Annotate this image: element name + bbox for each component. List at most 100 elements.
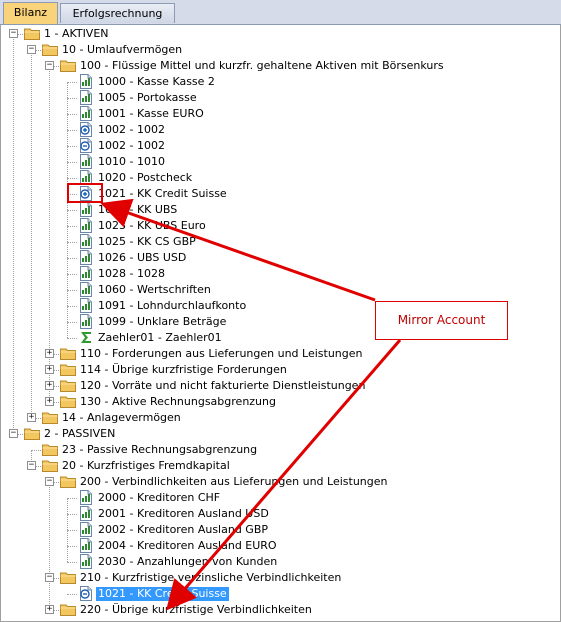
tree-folder-row[interactable]: +130 - Aktive Rechnungsabgrenzung: [1, 394, 560, 410]
tree-item-label[interactable]: 220 - Übrige kurzfristige Verbindlichkei…: [80, 603, 312, 616]
tree-account-row[interactable]: 1020 - Postcheck: [1, 170, 560, 186]
tree-item-label[interactable]: 1001 - Kasse EURO: [98, 107, 204, 120]
tree-item-label[interactable]: 1025 - KK CS GBP: [98, 235, 196, 248]
tree-account-row[interactable]: 1021 - KK Credit Suisse: [1, 186, 560, 202]
tree-folder-row[interactable]: +14 - Anlagevermögen: [1, 410, 560, 426]
expand-icon[interactable]: +: [45, 396, 54, 406]
folder-icon: [60, 363, 76, 376]
collapse-icon[interactable]: −: [9, 28, 18, 38]
tree-item-label[interactable]: 1060 - Wertschriften: [98, 283, 211, 296]
tree-item-label[interactable]: 1000 - Kasse Kasse 2: [98, 75, 215, 88]
tree-account-row[interactable]: 1060 - Wertschriften: [1, 282, 560, 298]
expand-icon[interactable]: +: [45, 348, 54, 358]
expand-icon[interactable]: +: [27, 412, 36, 422]
tree-item-label[interactable]: Zaehler01 - Zaehler01: [98, 331, 222, 344]
tree-item-label[interactable]: 1021 - KK Credit Suisse: [96, 587, 229, 601]
tree-account-row[interactable]: 1022 - KK UBS: [1, 202, 560, 218]
tree-item-label[interactable]: 1005 - Portokasse: [98, 91, 197, 104]
collapse-icon[interactable]: −: [27, 44, 36, 54]
expand-icon[interactable]: +: [45, 604, 54, 614]
collapse-icon[interactable]: −: [27, 460, 36, 470]
tree-item-label[interactable]: 1099 - Unklare Beträge: [98, 315, 227, 328]
tree-item-label[interactable]: 10 - Umlaufvermögen: [62, 43, 183, 56]
tree-folder-row[interactable]: − 2 - PASSIVEN: [1, 426, 560, 442]
account-tree[interactable]: −1 - AKTIVEN−10 - Umlaufvermögen−100 - F…: [0, 25, 561, 622]
tree-account-row[interactable]: 1091 - Lohndurchlaufkonto: [1, 298, 560, 314]
tree-folder-row[interactable]: − 20 - Kurzfristiges Fremdkapital: [1, 458, 560, 474]
tree-item-label[interactable]: 14 - Anlagevermögen: [62, 411, 181, 424]
tree-account-row[interactable]: 1000 - Kasse Kasse 2: [1, 74, 560, 90]
tree-account-row[interactable]: 1002 - 1002: [1, 138, 560, 154]
tree-account-row[interactable]: 1001 - Kasse EURO: [1, 106, 560, 122]
tree-item-label[interactable]: 1028 - 1028: [98, 267, 165, 280]
account-icon: [79, 314, 93, 329]
tree-item-label[interactable]: 23 - Passive Rechnungsabgrenzung: [62, 443, 258, 456]
tree-account-row[interactable]: 2030 - Anzahlungen von Kunden: [1, 554, 560, 570]
tree-account-row[interactable]: 1025 - KK CS GBP: [1, 234, 560, 250]
tree-account-row[interactable]: 1002 - 1002: [1, 122, 560, 138]
tree-item-label[interactable]: 1 - AKTIVEN: [44, 27, 109, 40]
tree-folder-row[interactable]: +110 - Forderungen aus Lieferungen und L…: [1, 346, 560, 362]
tree-folder-row[interactable]: +120 - Vorräte und nicht fakturierte Die…: [1, 378, 560, 394]
expand-icon[interactable]: +: [45, 364, 54, 374]
tree-item-label[interactable]: 120 - Vorräte und nicht fakturierte Dien…: [80, 379, 366, 392]
account-icon: [79, 170, 93, 185]
tree-account-row[interactable]: 1099 - Unklare Beträge: [1, 314, 560, 330]
tree-account-row[interactable]: 1021 - KK Credit Suisse: [1, 586, 560, 602]
tree-item-label[interactable]: 2002 - Kreditoren Ausland GBP: [98, 523, 268, 536]
tree-item-label[interactable]: 1002 - 1002: [98, 123, 165, 136]
expand-icon[interactable]: +: [45, 380, 54, 390]
tree-folder-row[interactable]: − 1 - AKTIVEN: [1, 26, 560, 42]
tree-account-row[interactable]: 2002 - Kreditoren Ausland GBP: [1, 522, 560, 538]
account-icon: [79, 554, 93, 569]
tree-item-label[interactable]: 1091 - Lohndurchlaufkonto: [98, 299, 247, 312]
tree-folder-row[interactable]: +220 - Übrige kurzfristige Verbindlichke…: [1, 602, 560, 618]
tree-folder-row[interactable]: − 210 - Kurzfristige verzinsliche Verbind…: [1, 570, 560, 586]
tree-item-label[interactable]: 110 - Forderungen aus Lieferungen und Le…: [80, 347, 363, 360]
tree-folder-row[interactable]: 23 - Passive Rechnungsabgrenzung: [1, 442, 560, 458]
tree-item-label[interactable]: 210 - Kurzfristige verzinsliche Verbindl…: [80, 571, 342, 584]
collapse-icon[interactable]: −: [45, 572, 54, 582]
collapse-icon[interactable]: −: [9, 428, 18, 438]
tree-folder-row[interactable]: − 200 - Verbindlichkeiten aus Lieferungen…: [1, 474, 560, 490]
tree-item-label[interactable]: 1026 - UBS USD: [98, 251, 187, 264]
collapse-icon[interactable]: −: [45, 60, 54, 70]
tree-item-label[interactable]: 1023 - KK UBS Euro: [98, 219, 206, 232]
tree-folder-row[interactable]: +114 - Übrige kurzfristige Forderungen: [1, 362, 560, 378]
tree-folder-row[interactable]: − 10 - Umlaufvermögen: [1, 42, 560, 58]
tree-guide-line: [13, 434, 23, 435]
tree-account-row[interactable]: 1005 - Portokasse: [1, 90, 560, 106]
tree-item-label[interactable]: 1020 - Postcheck: [98, 171, 193, 184]
tree-account-row[interactable]: 1010 - 1010: [1, 154, 560, 170]
tree-account-row[interactable]: 1023 - KK UBS Euro: [1, 218, 560, 234]
tree-item-label[interactable]: 2 - PASSIVEN: [44, 427, 116, 440]
tree-account-row[interactable]: 2004 - Kreditoren Ausland EURO: [1, 538, 560, 554]
tree-item-label[interactable]: 100 - Flüssige Mittel und kurzfr. gehalt…: [80, 59, 444, 72]
tree-account-row[interactable]: 1026 - UBS USD: [1, 250, 560, 266]
tree-item-label[interactable]: 2030 - Anzahlungen von Kunden: [98, 555, 278, 568]
tree-guide-line: [49, 578, 50, 610]
tab-erfolgsrechnung[interactable]: Erfolgsrechnung: [60, 3, 175, 23]
tab-bilanz[interactable]: Bilanz: [3, 2, 58, 24]
tree-item-label[interactable]: 114 - Übrige kurzfristige Forderungen: [80, 363, 287, 376]
tree-item-label[interactable]: 2000 - Kreditoren CHF: [98, 491, 221, 504]
mirror-target-icon: [79, 586, 93, 601]
tree-account-row[interactable]: 1028 - 1028: [1, 266, 560, 282]
tree-account-row[interactable]: 2001 - Kreditoren Ausland USD: [1, 506, 560, 522]
tree-item-label[interactable]: 1021 - KK Credit Suisse: [98, 187, 227, 200]
tree-item-label[interactable]: 130 - Aktive Rechnungsabgrenzung: [80, 395, 276, 408]
tree-item-label[interactable]: 1022 - KK UBS: [98, 203, 178, 216]
tree-guide-line: [67, 322, 77, 323]
tree-item-label[interactable]: 1002 - 1002: [98, 139, 165, 152]
tree-item-label[interactable]: 2001 - Kreditoren Ausland USD: [98, 507, 269, 520]
folder-icon: [60, 59, 76, 72]
tree-account-row[interactable]: Zaehler01 - Zaehler01: [1, 330, 560, 346]
collapse-icon[interactable]: −: [45, 476, 54, 486]
tree-item-label[interactable]: 1010 - 1010: [98, 155, 165, 168]
tree-item-label[interactable]: 2004 - Kreditoren Ausland EURO: [98, 539, 277, 552]
tree-folder-row[interactable]: − 100 - Flüssige Mittel und kurzfr. gehal…: [1, 58, 560, 74]
tree-item-label[interactable]: 200 - Verbindlichkeiten aus Lieferungen …: [80, 475, 388, 488]
folder-icon: [42, 443, 58, 456]
tree-item-label[interactable]: 20 - Kurzfristiges Fremdkapital: [62, 459, 230, 472]
tree-account-row[interactable]: 2000 - Kreditoren CHF: [1, 490, 560, 506]
